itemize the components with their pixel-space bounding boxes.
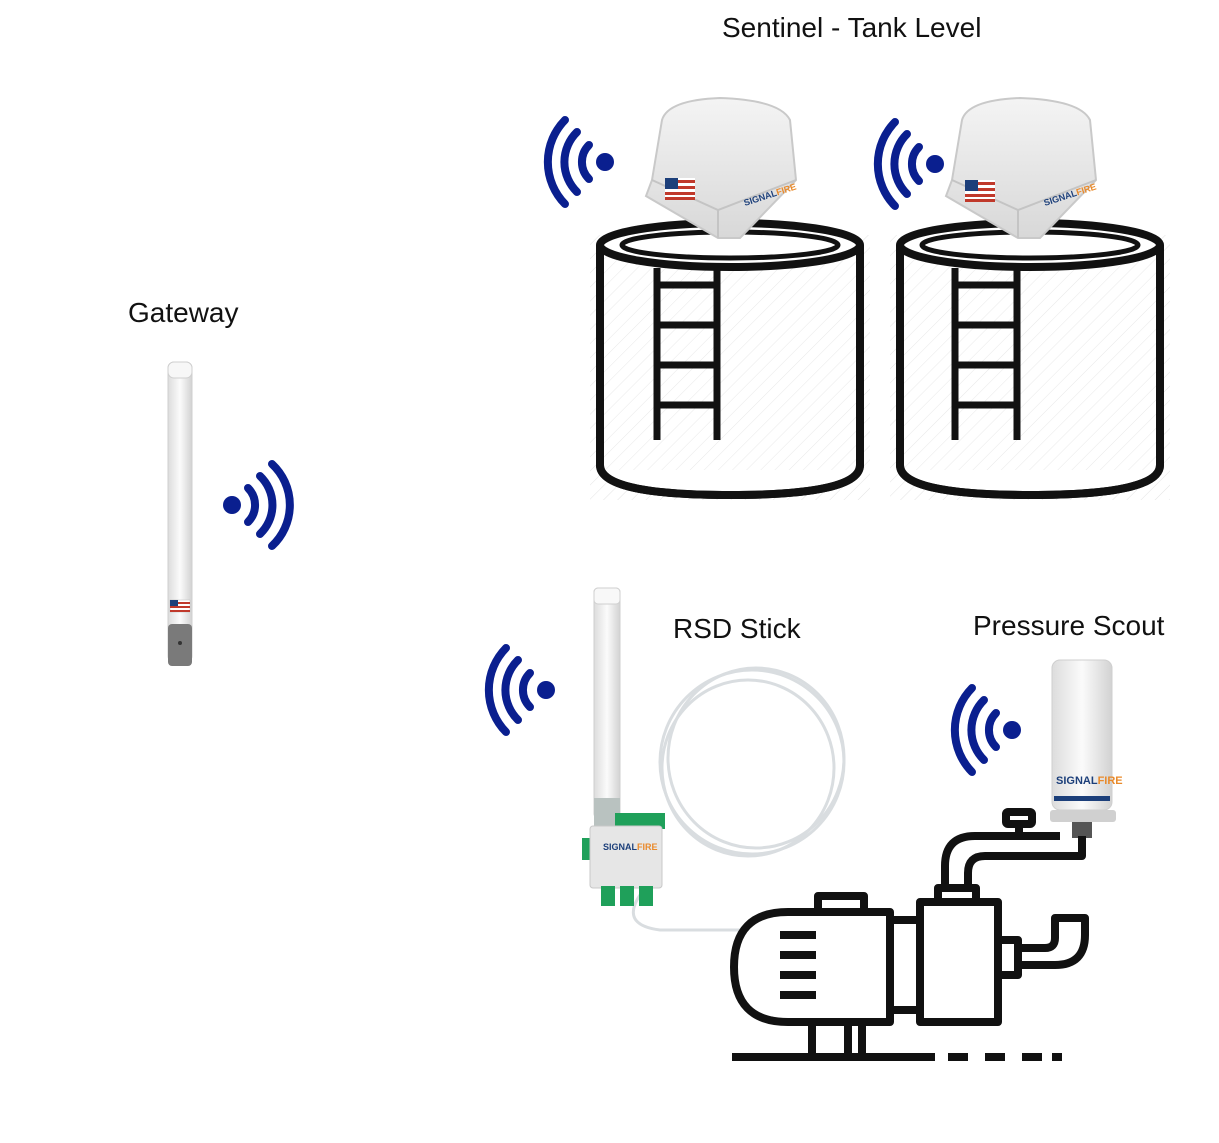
wifi-signal-icon <box>873 118 944 210</box>
ladder-icon <box>951 268 1021 440</box>
sentinel-tank-level-label: Sentinel - Tank Level <box>722 12 982 43</box>
gateway-antenna <box>167 361 193 666</box>
flag-icon <box>665 178 695 200</box>
pump-icon <box>730 808 1089 1061</box>
gateway-label: Gateway <box>128 297 239 328</box>
storage-tank <box>890 219 1170 500</box>
pressure-scout-label: Pressure Scout <box>973 610 1165 641</box>
brand-logo: SIGNALFIRE <box>1056 775 1123 787</box>
sentinel-sensor: SIGNALFIRE <box>944 96 1097 239</box>
brand-logo: SIGNALFIRE <box>603 842 658 852</box>
ladder-icon <box>653 268 721 440</box>
wifi-signal-icon <box>950 684 1021 776</box>
flag-icon <box>965 180 995 202</box>
rsd-stick-label: RSD Stick <box>673 613 801 644</box>
wifi-signal-icon <box>484 644 555 736</box>
storage-tank <box>590 219 870 500</box>
flag-icon <box>169 599 191 613</box>
rsd-stick-device: SIGNALFIRE <box>582 587 846 932</box>
wifi-signal-icon <box>543 116 614 208</box>
pressure-scout-device: SIGNALFIRE <box>1050 659 1123 838</box>
sentinel-sensor: SIGNALFIRE <box>644 96 797 239</box>
wifi-signal-icon <box>223 460 294 550</box>
